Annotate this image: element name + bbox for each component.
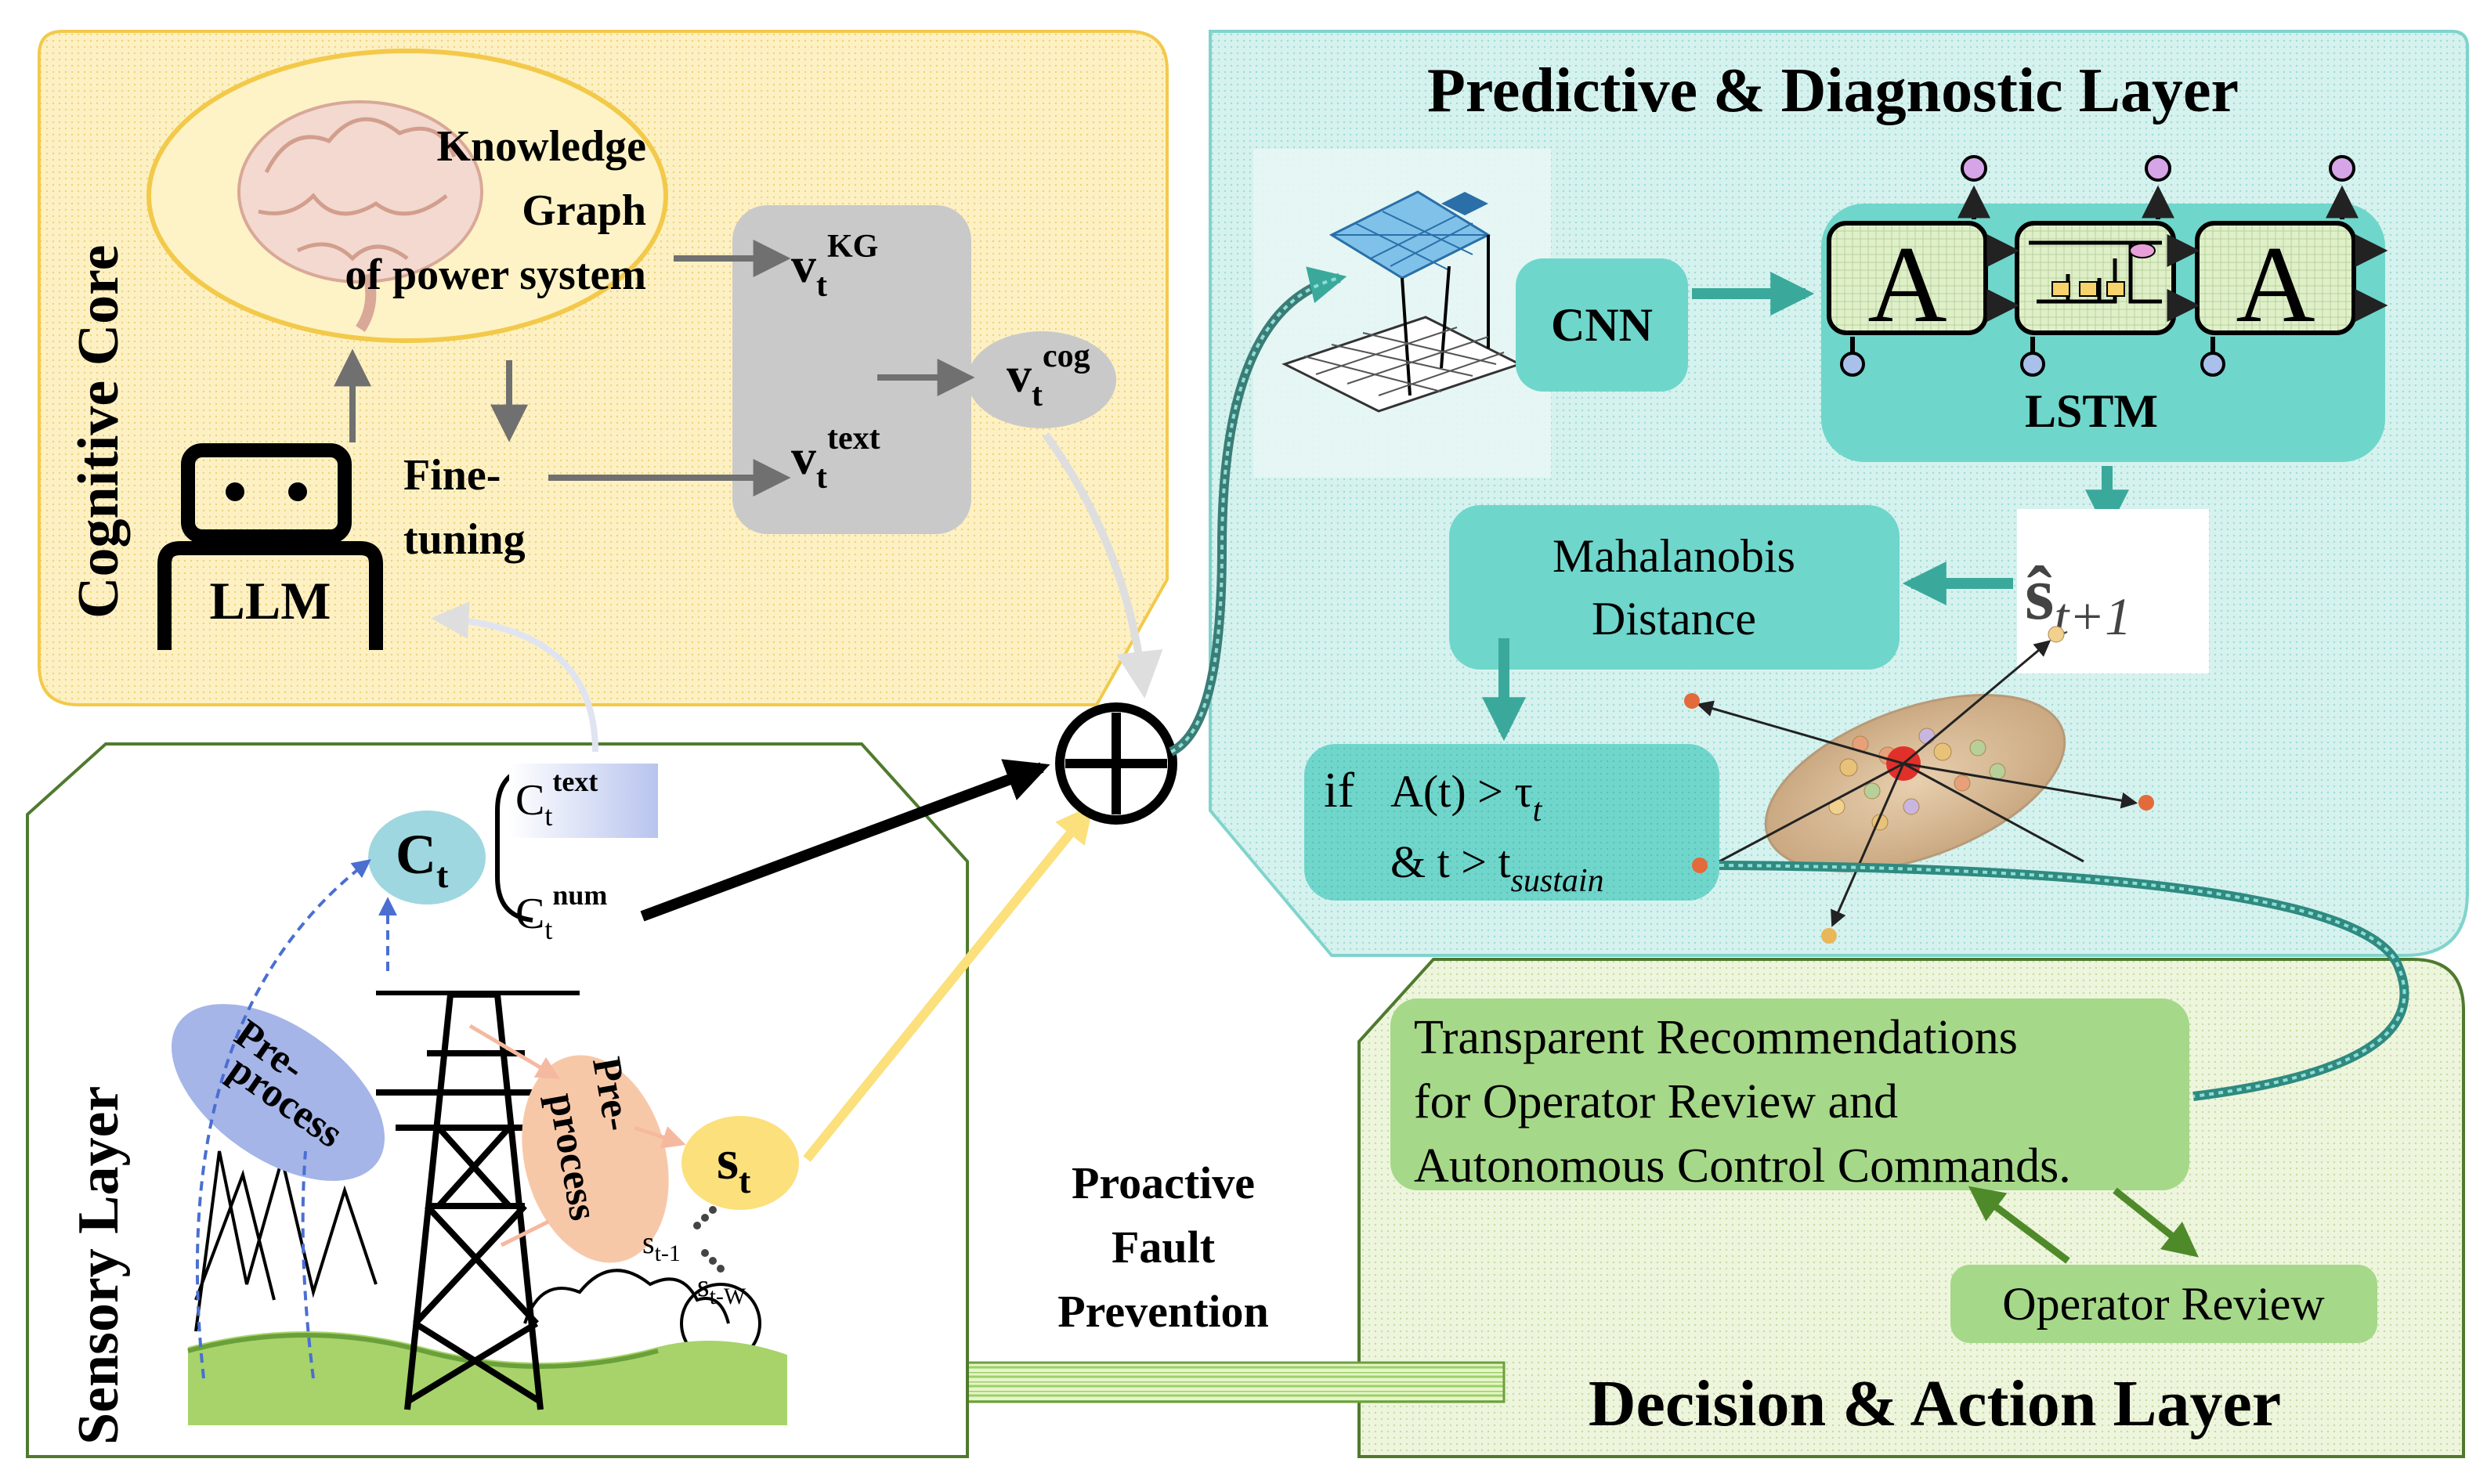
llm-label: LLM xyxy=(210,571,331,630)
c-text-box xyxy=(509,764,658,838)
c-t-ellipse xyxy=(368,811,486,904)
llm-robot-icon xyxy=(157,443,383,650)
fusion-sum-node xyxy=(1055,702,1177,825)
threshold-condition-box xyxy=(1304,744,1719,901)
decision-title: Decision & Action Layer xyxy=(1589,1367,2281,1440)
recommendation-line-3: Autonomous Control Commands. xyxy=(1414,1139,2071,1193)
cnn-box xyxy=(1516,258,1688,392)
cognitive-core-title: Cognitive Core xyxy=(67,245,131,619)
v-cog-label: vtcog xyxy=(1007,338,1090,413)
mahalanobis-box xyxy=(1449,505,1900,670)
sensory-panel: Sensory Layer Pre- process Pre- process xyxy=(26,742,969,1458)
svg-text:A: A xyxy=(2236,224,2315,345)
s-t-label: st xyxy=(717,1128,751,1201)
s-t-minus-w-label: st-W xyxy=(697,1268,746,1309)
cognitive-core-panel: Cognitive Core Knowledge Graph of power … xyxy=(38,30,1169,706)
knowledge-graph-label-3: of power system xyxy=(345,251,646,299)
s-t-minus-1-label: st-1 xyxy=(642,1225,681,1266)
s-t-ellipse xyxy=(681,1116,799,1210)
operator-review-box xyxy=(1950,1265,2377,1343)
s-hat-label: ŝt+1 xyxy=(2025,551,2131,646)
mahalanobis-label-2: Distance xyxy=(1592,593,1756,645)
knowledge-graph-label-1: Knowledge xyxy=(436,122,646,171)
finetune-label-1: Fine- xyxy=(403,451,501,500)
proactive-label-3: Prevention xyxy=(1057,1286,1269,1337)
brain-icon xyxy=(237,100,483,332)
v-cog-ellipse xyxy=(967,331,1116,428)
lstm-cell-3: A xyxy=(2195,221,2356,345)
condition-1: A(t) > τt xyxy=(1390,766,1543,829)
recommendation-box xyxy=(1390,998,2189,1190)
recommendation-line-2: for Operator Review and xyxy=(1414,1075,1898,1128)
lstm-cell-2 xyxy=(2015,221,2176,335)
v-kg-label: vtKG xyxy=(791,229,878,304)
knowledge-graph-label-2: Graph xyxy=(522,186,646,235)
lstm-cell-1: A xyxy=(1827,221,1988,345)
preprocess-ellipse-a xyxy=(171,1004,385,1181)
c-t-label: Ct xyxy=(396,823,449,895)
embedding-box xyxy=(732,205,971,534)
decision-panel: Transparent Recommendations for Operator… xyxy=(789,958,2465,1458)
recommendation-line-1: Transparent Recommendations xyxy=(1414,1011,2018,1064)
predictive-title: Predictive & Diagnostic Layer xyxy=(1427,56,2239,125)
preprocess-ellipse-b xyxy=(522,1055,669,1263)
condition-2: & t > tsustain xyxy=(1390,836,1604,899)
svg-text:A: A xyxy=(1867,224,1947,345)
cnn-label: CNN xyxy=(1551,299,1653,351)
sensory-layer-title: Sensory Layer xyxy=(67,1086,131,1445)
operator-review-label: Operator Review xyxy=(2002,1278,2325,1330)
lstm-io-nodes xyxy=(1840,155,2355,377)
v-text-label: vttext xyxy=(791,421,880,496)
cnn-grid-icon xyxy=(1281,190,1523,413)
lstm-label: LSTM xyxy=(2025,385,2158,437)
finetune-label-2: tuning xyxy=(403,515,526,564)
predictive-panel: Predictive & Diagnostic Layer CNN LSTM A xyxy=(1209,30,2469,957)
mahalanobis-label-1: Mahalanobis xyxy=(1553,530,1795,582)
c-text-label: Cttext xyxy=(515,766,598,832)
anomaly-distribution-icon xyxy=(1684,626,2154,944)
c-num-label: Ctnum xyxy=(515,879,607,945)
proactive-label-1: Proactive xyxy=(1072,1157,1255,1208)
if-label: if xyxy=(1324,762,1355,818)
proactive-label-2: Fault xyxy=(1112,1222,1216,1273)
